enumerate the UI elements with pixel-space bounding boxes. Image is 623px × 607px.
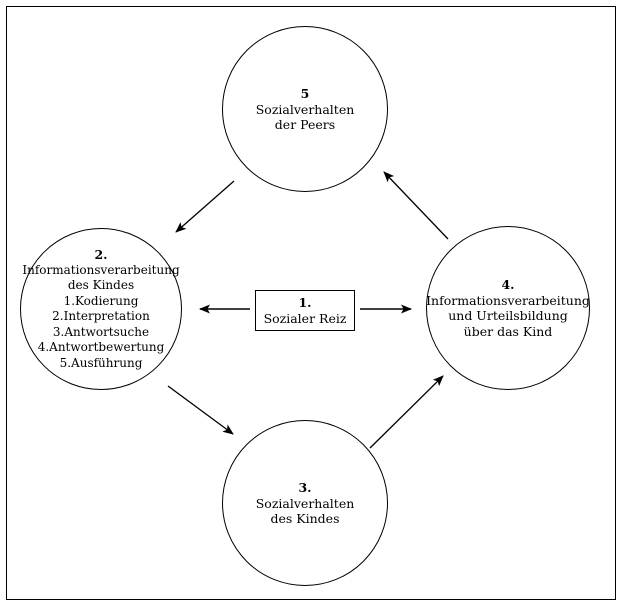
node-line: Informationsverarbeitung (22, 262, 180, 277)
node-informationsverarbeitung-ueber-das-kind[interactable]: 4. Informationsverarbeitung und Urteilsb… (426, 226, 590, 390)
node-number: 1. (298, 294, 312, 310)
node-line: der Peers (274, 117, 336, 132)
node-line: und Urteilsbildung (448, 308, 568, 324)
arrow-bottom-to-right (369, 375, 444, 449)
list-item: 1.Kodierung (63, 293, 139, 308)
list-item: 5.Ausführung (59, 355, 143, 370)
node-line: Sozialer Reiz (263, 310, 347, 326)
arrow-right-to-top (383, 171, 449, 240)
node-step-list: 1.Kodierung 2.Interpretation 3.Antwortsu… (38, 294, 165, 372)
node-line: Sozialverhalten (255, 101, 355, 117)
node-number: 5 (300, 85, 310, 101)
node-line: Sozialverhalten (255, 495, 355, 511)
list-item: 3.Antwortsuche (52, 324, 150, 339)
node-line: des Kindes (270, 511, 340, 526)
node-sozialverhalten-der-peers[interactable]: 5 Sozialverhalten der Peers (222, 26, 388, 192)
node-number: 3. (298, 479, 312, 495)
node-line: Informationsverarbeitung (426, 292, 590, 308)
arrow-left-to-bottom (167, 385, 234, 435)
node-informationsverarbeitung-des-kindes[interactable]: 2. Informationsverarbeitung des Kindes 1… (20, 228, 182, 390)
arrow-top-to-left (175, 180, 235, 233)
list-item: 4.Antwortbewertung (37, 340, 165, 355)
list-item: 2.Interpretation (52, 309, 150, 324)
node-sozialverhalten-des-kindes[interactable]: 3. Sozialverhalten des Kindes (222, 420, 388, 586)
diagram-frame (6, 6, 616, 600)
node-number: 4. (501, 276, 515, 292)
node-line: des Kindes (67, 278, 135, 293)
node-line: über das Kind (463, 323, 553, 339)
node-sozialer-reiz[interactable]: 1. Sozialer Reiz (255, 290, 355, 331)
node-number: 2. (94, 246, 108, 262)
